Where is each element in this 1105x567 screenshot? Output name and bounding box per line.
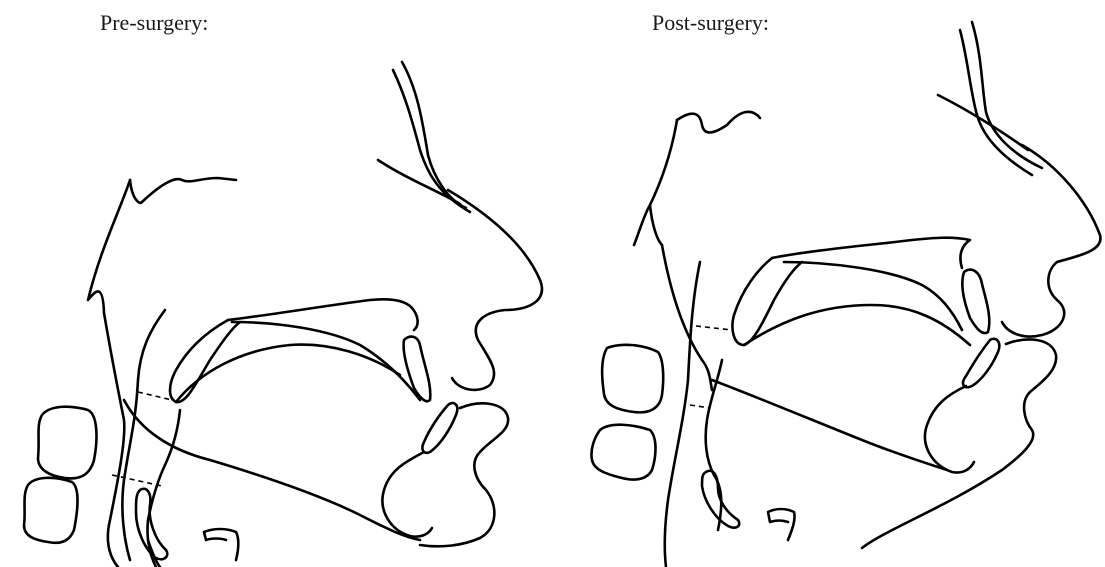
nose-profile (1002, 145, 1100, 337)
hyoid-fragment (204, 529, 238, 560)
anterior-airway-wall (665, 262, 700, 567)
nasal-bone-inner (402, 62, 466, 208)
nasal-bone-outer (960, 30, 1032, 175)
nasal-bridge (938, 95, 1028, 150)
hyoid-bone (702, 471, 739, 528)
lower-lip-chin (862, 339, 1056, 548)
cervical-vertebra-c2 (602, 345, 663, 413)
posterior-skull-line (634, 120, 677, 245)
nose-profile (448, 190, 542, 390)
pre-surgery-cephalometric-tracing (0, 0, 552, 567)
nasal-bone-outer (393, 70, 470, 212)
upper-incisor (962, 270, 989, 333)
posterior-pharyngeal-wall (662, 245, 712, 390)
nasal-bone-inner (972, 22, 1042, 168)
lower-airway-measure (690, 405, 710, 408)
tongue-dorsum (176, 345, 400, 402)
hard-palate (228, 299, 418, 330)
anterior-airway-wall (122, 310, 165, 560)
palate-lower (232, 322, 420, 400)
clivus (130, 180, 142, 203)
pre-surgery-panel: Pre-surgery: (0, 0, 552, 567)
posterior-skull-line (88, 180, 130, 313)
sphenoid-outline (677, 112, 760, 133)
upper-airway-measure (138, 392, 172, 400)
upper-airway-measure (696, 326, 732, 330)
post-surgery-cephalometric-tracing (552, 0, 1105, 567)
upper-incisor (404, 337, 431, 402)
hyoid-fragment (768, 509, 795, 540)
tongue-dorsum (744, 305, 970, 345)
cervical-vertebra-c2 (38, 407, 96, 479)
mandible-lower-border (712, 380, 947, 470)
lower-incisor (422, 403, 457, 453)
mandible-symphysis (382, 452, 432, 537)
posterior-skull-line-2 (650, 205, 662, 245)
posterior-pharyngeal-wall (104, 313, 124, 567)
cervical-vertebra-c3 (591, 425, 655, 480)
post-surgery-panel: Post-surgery: (552, 0, 1105, 567)
nasal-bridge (378, 160, 460, 204)
cervical-vertebra-c3 (24, 478, 78, 543)
mandible-symphysis (925, 386, 974, 473)
mandible-lower-border (124, 400, 420, 540)
lower-incisor (963, 339, 999, 388)
sphenoid-outline (142, 178, 236, 202)
